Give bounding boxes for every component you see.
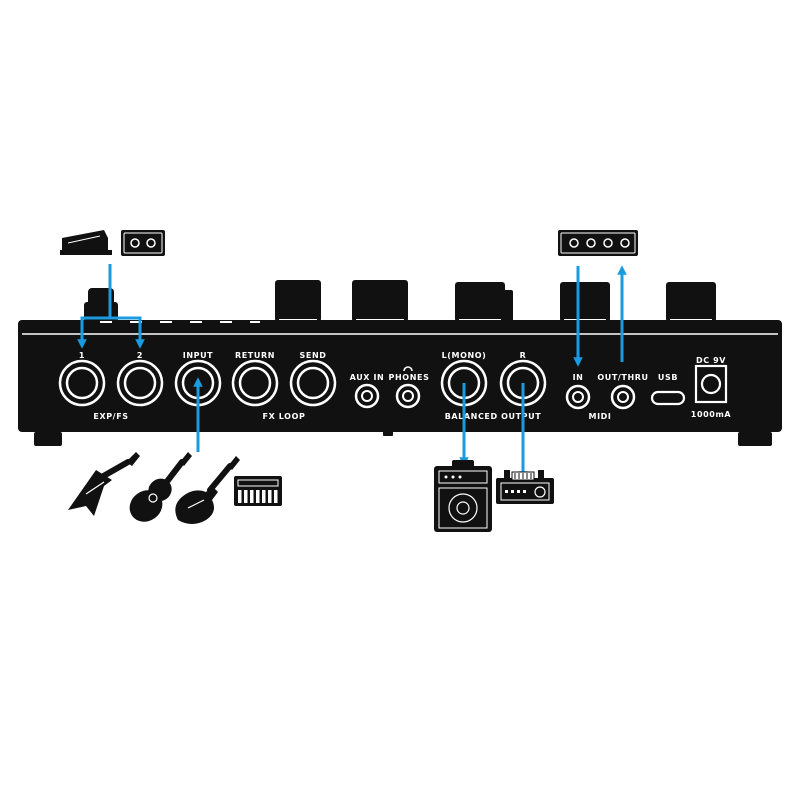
dual-footswitch-icon xyxy=(121,230,165,256)
foot-right xyxy=(738,432,772,446)
footswitch-3 xyxy=(455,282,505,322)
connection-arrows xyxy=(77,264,627,481)
port-usb[interactable] xyxy=(650,390,686,406)
amplifier-icon xyxy=(434,460,492,532)
jack-aux-in[interactable] xyxy=(354,383,380,409)
label-send: SEND xyxy=(300,351,327,360)
label-dc-current: 1000mA xyxy=(691,410,732,419)
label-midi-group: MIDI xyxy=(589,412,612,421)
jack-send[interactable] xyxy=(289,359,337,407)
jack-dc[interactable] xyxy=(694,364,728,404)
rear-panel xyxy=(18,320,782,432)
acoustic-guitar-icon xyxy=(129,452,192,522)
label-balanced-group: BALANCED OUTPUT xyxy=(445,412,542,421)
footswitch-1 xyxy=(275,280,321,322)
headphones-icon xyxy=(403,366,413,372)
label-input: INPUT xyxy=(183,351,214,360)
arrow-to-exp1 xyxy=(77,316,110,349)
polarity-icon xyxy=(698,348,724,356)
label-l-mono: L(MONO) xyxy=(442,351,487,360)
jack-midi-out[interactable] xyxy=(610,384,636,410)
jack-exp1[interactable] xyxy=(58,359,106,407)
footswitch-4 xyxy=(560,282,610,322)
label-exp2: 2 xyxy=(137,351,143,360)
label-return: RETURN xyxy=(235,351,275,360)
jack-midi-in[interactable] xyxy=(565,384,591,410)
expression-pedal-icon xyxy=(60,230,112,255)
label-midi-in: IN xyxy=(573,373,584,382)
label-phones: PHONES xyxy=(389,373,430,382)
label-dc: DC 9V xyxy=(696,356,726,365)
jack-return[interactable] xyxy=(231,359,279,407)
electric-guitar-v-icon xyxy=(68,452,140,516)
keyboard-icon xyxy=(234,476,282,506)
arrow-to-exp2 xyxy=(110,316,145,349)
label-r: R xyxy=(520,351,527,360)
label-usb: USB xyxy=(658,373,678,382)
label-aux-in: AUX IN xyxy=(350,373,385,382)
footswitch-5 xyxy=(666,282,716,322)
jack-exp2[interactable] xyxy=(116,359,164,407)
midi-controller-icon xyxy=(558,230,638,256)
label-fx-group: FX LOOP xyxy=(263,412,306,421)
foot-left xyxy=(34,432,62,446)
label-exp1: 1 xyxy=(79,351,85,360)
bass-guitar-icon xyxy=(175,456,240,524)
label-midi-out: OUT/THRU xyxy=(597,373,648,382)
jack-phones[interactable] xyxy=(395,383,421,409)
label-exp-group: EXP/FS xyxy=(93,412,128,421)
footswitch-2 xyxy=(352,280,408,322)
mixer-interface-icon xyxy=(496,470,554,504)
